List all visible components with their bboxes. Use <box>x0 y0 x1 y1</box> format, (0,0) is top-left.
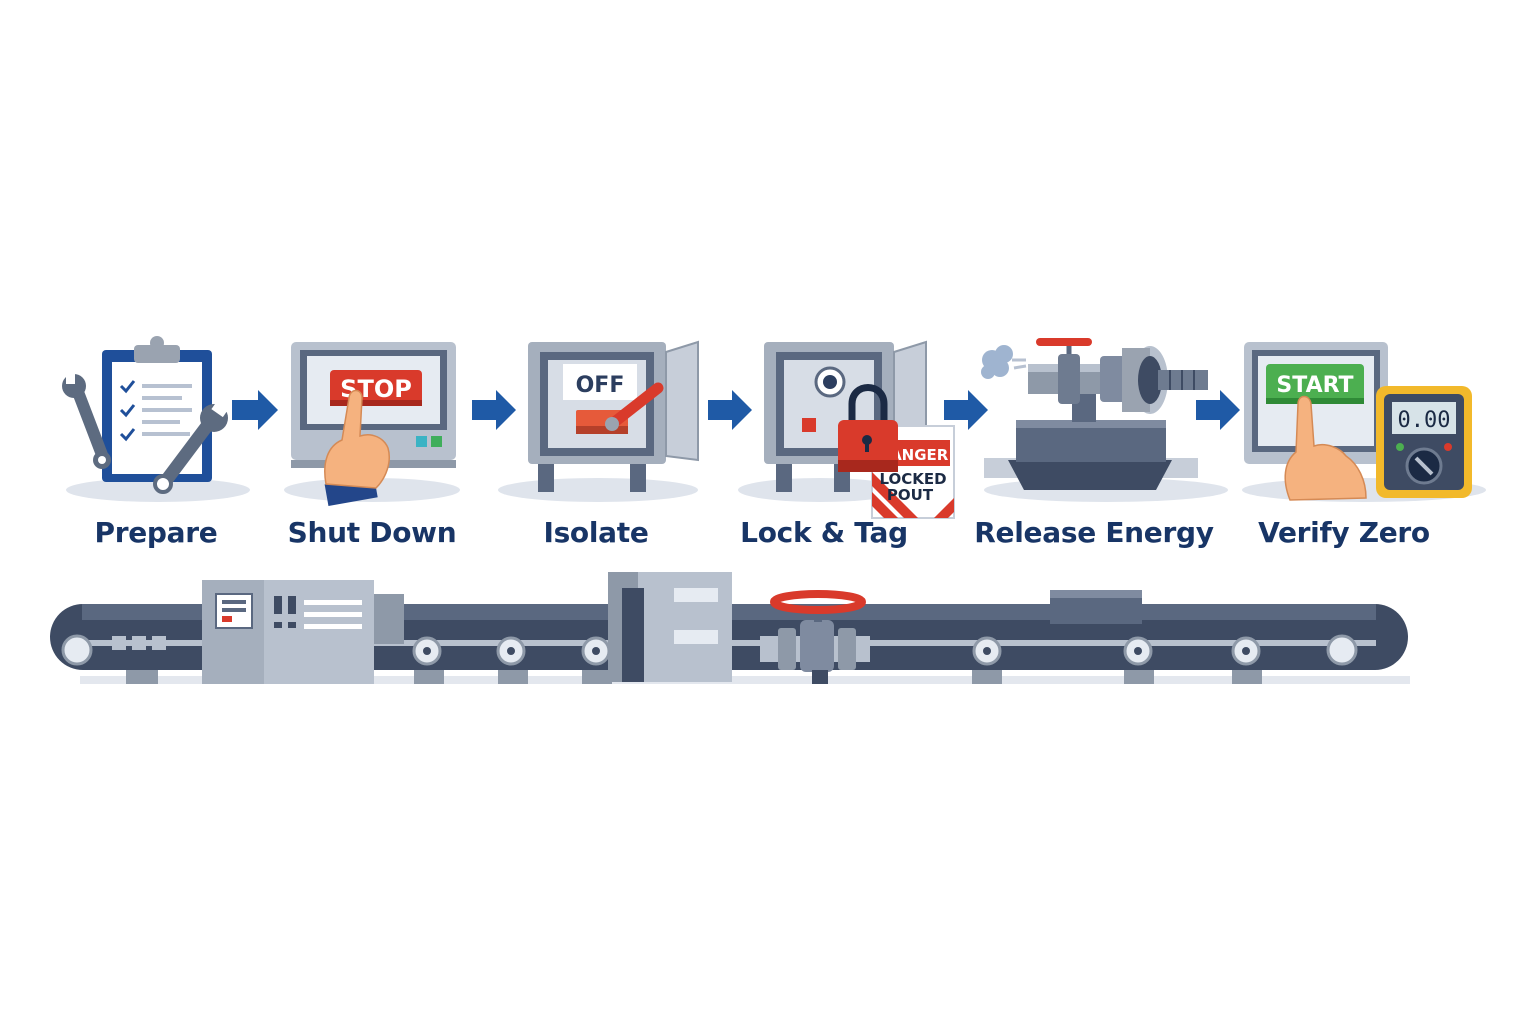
stop-button-panel-icon: STOP <box>284 342 460 506</box>
start-button-multimeter-icon: START 0.00 <box>1242 342 1486 502</box>
disconnect-lever <box>606 382 664 430</box>
tag-line-1: LOCKED <box>879 470 946 488</box>
tag-line-2: POUT <box>887 486 934 504</box>
flow-arrow-1 <box>232 390 278 430</box>
flow-arrow-4 <box>944 390 988 430</box>
padlock-tag-icon: DANGER LOCKED POUT <box>738 340 955 519</box>
valve-handle <box>1036 338 1092 346</box>
step-label-shut-down: Shut Down <box>287 516 457 549</box>
step-label-release-energy: Release Energy <box>974 516 1214 549</box>
wrench-right-icon <box>153 400 229 494</box>
pointing-hand-icon <box>1284 395 1367 501</box>
pressure-release-valve-icon <box>981 338 1228 502</box>
conveyor-rollers <box>412 636 1261 666</box>
meter-reading: 0.00 <box>1398 408 1451 433</box>
conveyor-line <box>50 572 1410 684</box>
flow-arrow-5 <box>1196 390 1240 430</box>
press-machine <box>608 572 732 682</box>
wrench-left-icon <box>62 372 111 469</box>
valve-wheel <box>770 590 866 614</box>
pointing-hand-icon <box>324 389 390 506</box>
step-label-verify-zero: Verify Zero <box>1258 516 1430 549</box>
start-button <box>1266 364 1364 404</box>
flow-arrow-3 <box>708 390 752 430</box>
step-label-lock-tag: Lock & Tag <box>740 516 908 549</box>
padlock-icon <box>838 384 898 472</box>
multimeter-icon: 0.00 <box>1376 386 1472 498</box>
steam-puff-icon <box>981 345 1013 379</box>
control-cabinet-machine <box>202 580 404 684</box>
flow-arrow-2 <box>472 390 516 430</box>
line-valve-icon <box>760 590 870 684</box>
checklist-clipboard-icon <box>62 336 250 502</box>
step-label-prepare: Prepare <box>94 516 218 549</box>
switch-state-label: OFF <box>576 373 625 398</box>
start-button-text: START <box>1276 373 1353 398</box>
step-label-isolate: Isolate <box>543 516 649 549</box>
disconnect-switch-icon: OFF <box>498 340 699 502</box>
